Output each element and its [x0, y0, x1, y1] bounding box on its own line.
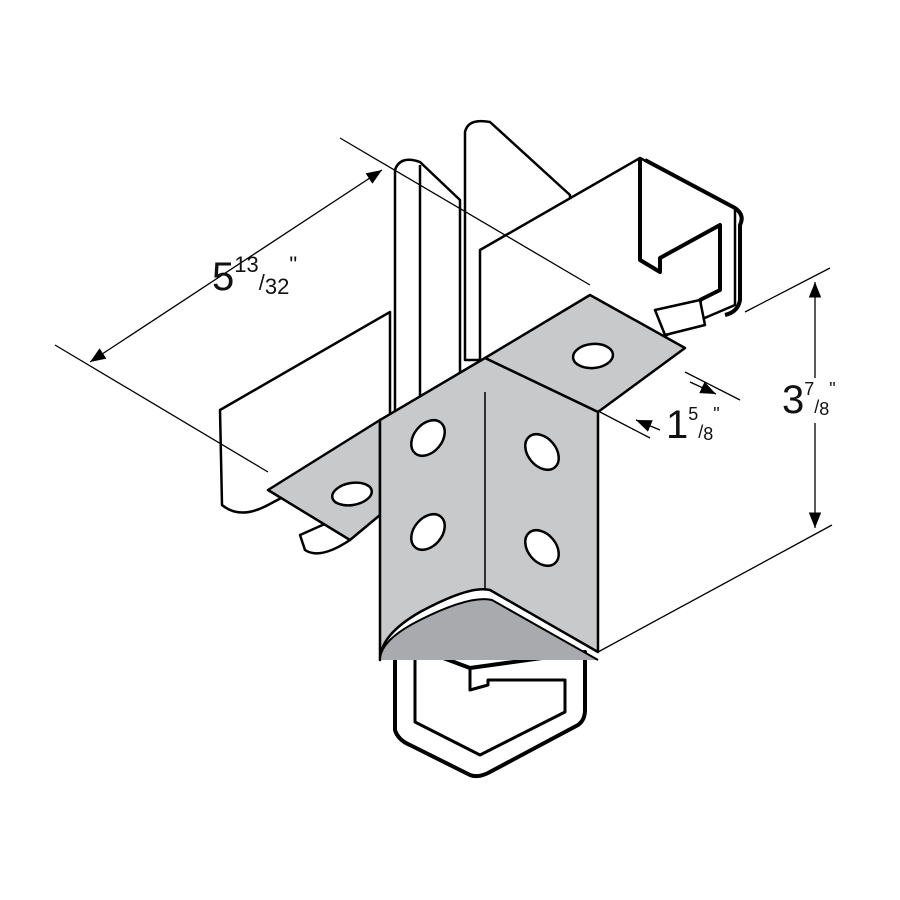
dimension-label-height: 37/8"	[782, 378, 836, 423]
dim-numerator: 5	[688, 404, 699, 424]
dim-whole: 3	[782, 378, 805, 422]
dim-denominator: 8	[819, 399, 830, 419]
bolt-holes	[330, 342, 615, 568]
bottom-channel	[393, 638, 587, 779]
dim-unit: "	[829, 379, 836, 399]
dimension-label-length: 513/32"	[212, 252, 298, 299]
dim-unit: "	[713, 404, 720, 424]
dimension-lines	[54, 137, 833, 653]
dim-denominator: 32	[264, 274, 290, 299]
dim-denominator: 8	[703, 424, 714, 444]
dim-numerator: 7	[804, 379, 815, 399]
bracket	[266, 293, 687, 662]
dim-unit: "	[289, 252, 298, 277]
dimension-label-width: 15/8"	[666, 403, 720, 447]
dim-whole: 5	[212, 255, 235, 299]
dim-whole: 1	[666, 403, 689, 447]
dim-numerator: 13	[234, 252, 259, 277]
